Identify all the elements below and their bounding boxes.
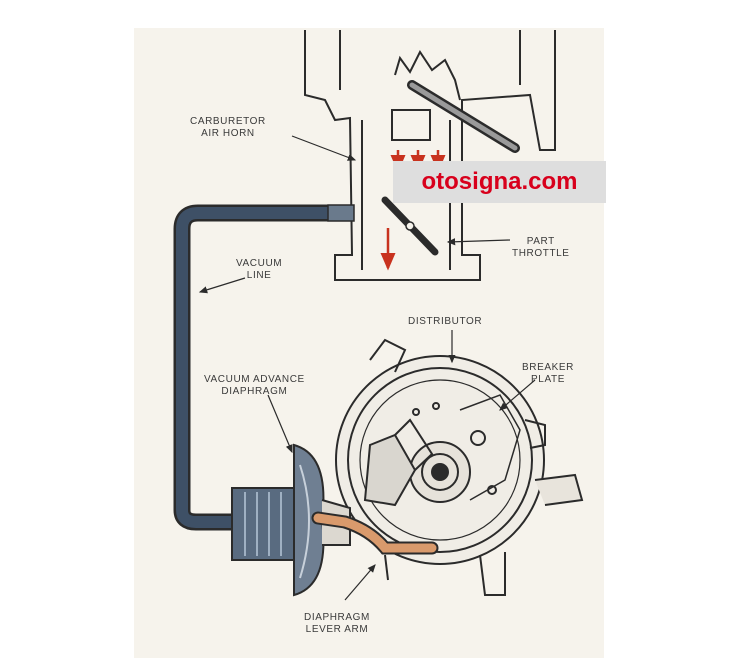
watermark-box: otosigna.com xyxy=(393,161,606,203)
distributor-label: DISTRIBUTOR xyxy=(408,316,483,327)
vacuum-port-fitting xyxy=(327,204,355,222)
carburetor-air-horn-label: CARBURETOR AIR HORN xyxy=(190,116,266,139)
breaker-plate-label: BREAKER PLATE xyxy=(522,362,574,385)
diagram-paper xyxy=(134,28,604,658)
part-throttle-label: PART THROTTLE xyxy=(512,236,570,259)
watermark-text: otosigna.com xyxy=(421,168,578,195)
vacuum-advance-diaphragm-label: VACUUM ADVANCE DIAPHRAGM xyxy=(204,374,305,397)
diaphragm-lever-arm-label: DIAPHRAGM LEVER ARM xyxy=(304,612,370,635)
choke-linkage xyxy=(407,80,520,153)
vacuum-line-label: VACUUM LINE xyxy=(236,258,283,281)
distributor xyxy=(335,338,584,596)
leader-lines xyxy=(198,135,536,601)
throttle-plate xyxy=(381,196,439,256)
vacuum-advance-unit xyxy=(231,443,351,597)
diaphragm-lever-arm xyxy=(311,511,439,555)
